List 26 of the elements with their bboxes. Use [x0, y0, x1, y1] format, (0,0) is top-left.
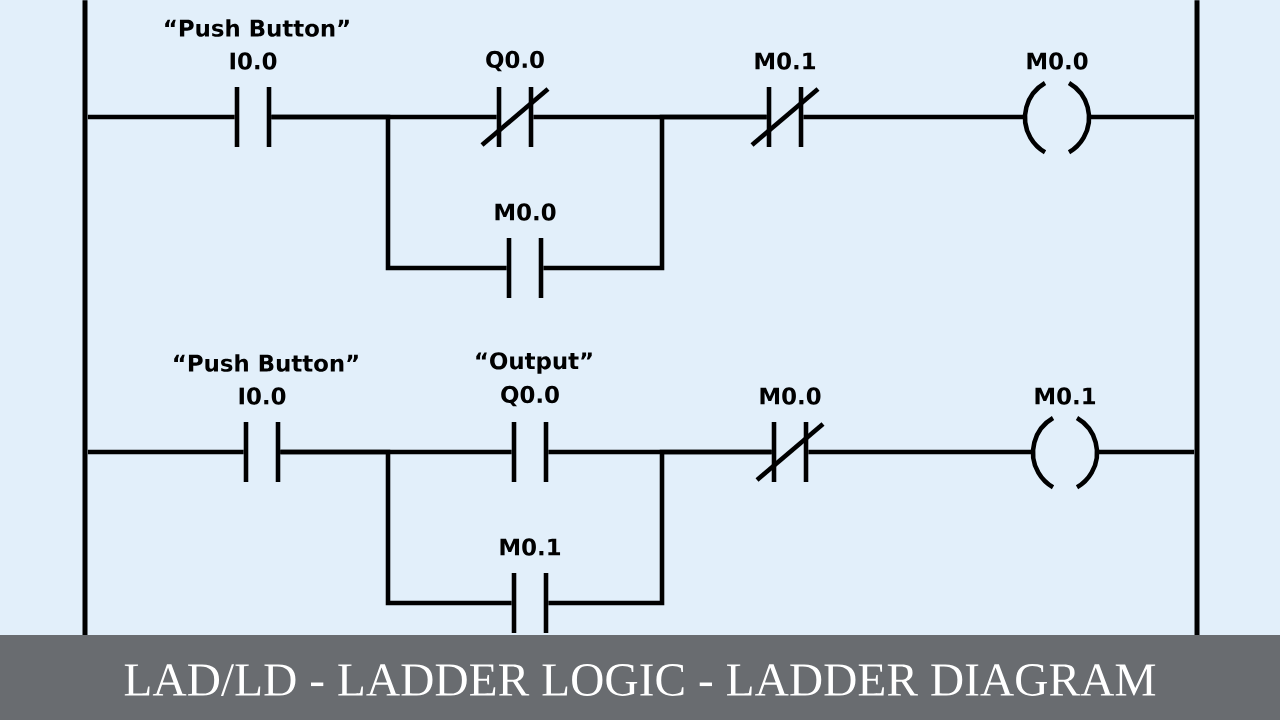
wire: [87, 449, 244, 455]
tag-label: “Output”: [476, 352, 592, 374]
wire: [543, 114, 767, 271]
address-label: M0.0: [760, 387, 821, 405]
address-label: M0.1: [1035, 387, 1096, 405]
wire: [803, 114, 1025, 120]
power-rail: [1194, 0, 1200, 636]
address-label: Q0.0: [486, 50, 544, 72]
address-label: M0.0: [495, 203, 556, 221]
address-label: Q0.0: [501, 385, 559, 407]
wire: [280, 449, 512, 606]
wire: [271, 114, 507, 271]
address-label: I0.0: [239, 387, 286, 405]
title-banner: LAD/LD - LADDER LOGIC - LADDER DIAGRAM: [0, 635, 1280, 720]
address-label: M0.1: [755, 52, 816, 70]
address-label: M0.0: [1027, 52, 1088, 70]
wire: [1089, 114, 1195, 120]
power-rail: [82, 0, 88, 636]
address-label: M0.1: [500, 538, 561, 556]
tag-label: “Push Button”: [174, 354, 358, 372]
tag-label: “Push Button”: [165, 19, 349, 37]
wire: [548, 449, 772, 606]
wire: [1097, 449, 1195, 455]
wire: [808, 449, 1033, 455]
address-label: I0.0: [230, 52, 277, 70]
wire: [87, 114, 235, 120]
